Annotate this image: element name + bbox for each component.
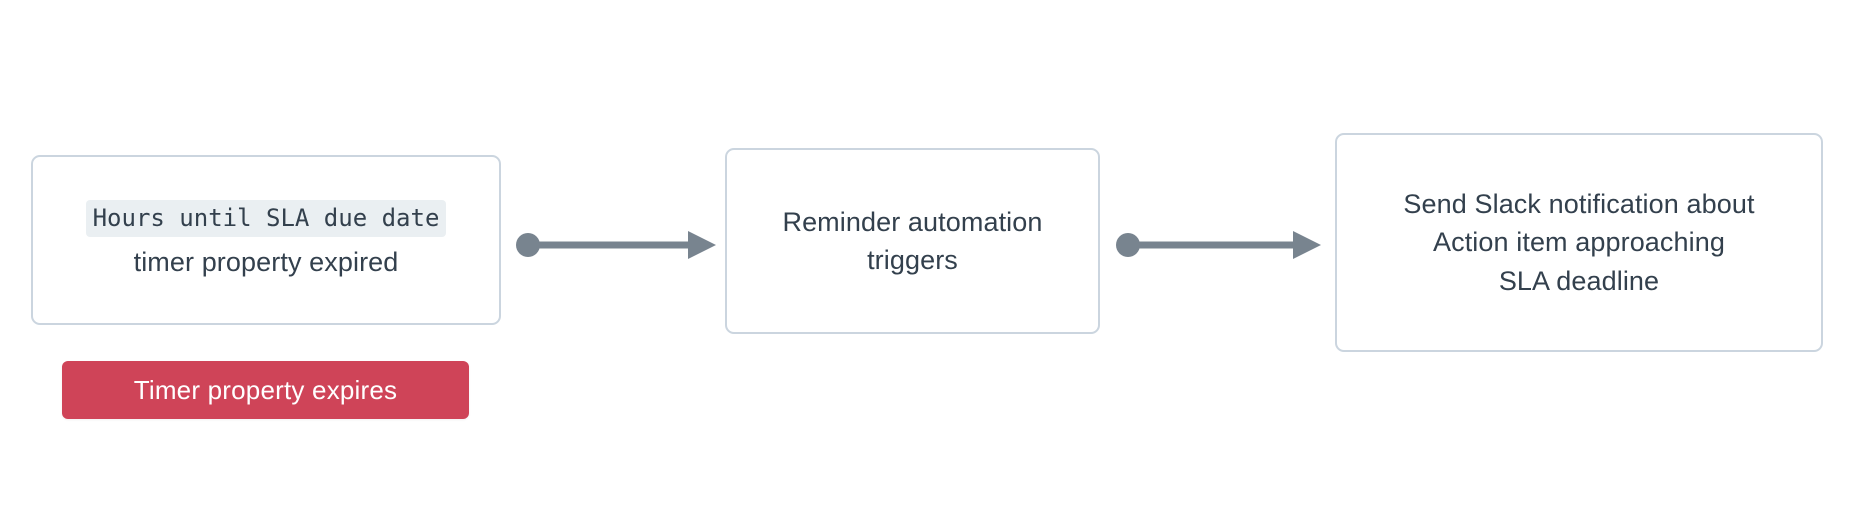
node-automation-content: Reminder automation triggers	[743, 203, 1082, 280]
node-trigger-subtitle: timer property expired	[133, 247, 399, 278]
badge-label: Timer property expires	[133, 374, 398, 405]
arrow-head-icon	[688, 231, 716, 259]
node-action-line-3: SLA deadline	[1498, 265, 1660, 296]
node-trigger-content: Hours until SLA due date timer property …	[49, 198, 483, 281]
connector-automation-to-action	[1116, 231, 1321, 259]
node-send-slack-notification[interactable]: Send Slack notification about Action ite…	[1335, 133, 1823, 352]
code-chip-sla-property: Hours until SLA due date	[85, 200, 447, 238]
node-trigger-timer-expired[interactable]: Hours until SLA due date timer property …	[31, 155, 501, 325]
node-automation-line-2: triggers	[867, 245, 958, 275]
node-automation-line-1: Reminder automation	[782, 206, 1043, 237]
badge-timer-property-expires[interactable]: Timer property expires	[62, 361, 469, 419]
node-action-content: Send Slack notification about Action ite…	[1353, 185, 1805, 300]
arrow-head-icon	[1293, 231, 1321, 259]
node-action-line-1: Send Slack notification about	[1403, 189, 1755, 219]
connector-trigger-to-automation	[516, 231, 716, 259]
node-reminder-automation[interactable]: Reminder automation triggers	[725, 148, 1100, 334]
node-action-line-2: Action item approaching	[1433, 227, 1725, 258]
